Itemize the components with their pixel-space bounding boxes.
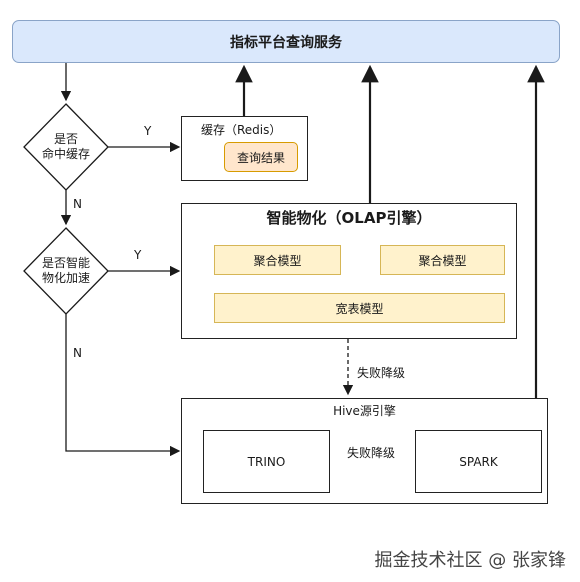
agg-model-2: 聚合模型 (380, 245, 505, 275)
trino-label: TRINO (247, 454, 286, 469)
edge-label-no-2: N (73, 346, 82, 360)
olap-title: 智能物化（OLAP引擎） (266, 209, 432, 227)
agg-model-2-label: 聚合模型 (418, 253, 467, 268)
decision-hit-cache-line2: 命中缓存 (41, 147, 90, 161)
decision-hit-cache: 是否 命中缓存 (34, 132, 98, 162)
trino-engine: TRINO (203, 430, 330, 493)
wide-table-model: 宽表模型 (214, 293, 505, 323)
edge-label-no-1: N (73, 197, 82, 211)
hive-engine-title: Hive源引擎 (333, 404, 396, 418)
cache-title: 缓存（Redis） (201, 123, 282, 137)
cache-result-box: 查询结果 (224, 142, 298, 172)
decision-smart-accel: 是否智能 物化加速 (30, 256, 102, 286)
decision-smart-accel-line1: 是否智能 (41, 256, 90, 270)
decision-smart-accel-line2: 物化加速 (41, 271, 90, 285)
edge-label-yes-2: Y (134, 248, 142, 262)
agg-model-1-label: 聚合模型 (253, 253, 302, 268)
wide-table-model-label: 宽表模型 (335, 301, 384, 316)
fallback-label-olap: 失败降级 (357, 366, 406, 380)
fallback-label-trino: 失败降级 (347, 446, 396, 460)
query-service-box: 指标平台查询服务 (12, 20, 560, 63)
edge-no-to-hive (65, 314, 181, 457)
watermark: 掘金技术社区 @ 张家锋 (374, 550, 566, 571)
spark-label: SPARK (459, 454, 498, 469)
spark-engine: SPARK (415, 430, 542, 493)
edge-label-yes-1: Y (144, 124, 152, 138)
query-service-label: 指标平台查询服务 (230, 34, 342, 51)
cache-result-label: 查询结果 (236, 150, 285, 165)
agg-model-1: 聚合模型 (214, 245, 341, 275)
decision-hit-cache-line1: 是否 (53, 132, 78, 146)
